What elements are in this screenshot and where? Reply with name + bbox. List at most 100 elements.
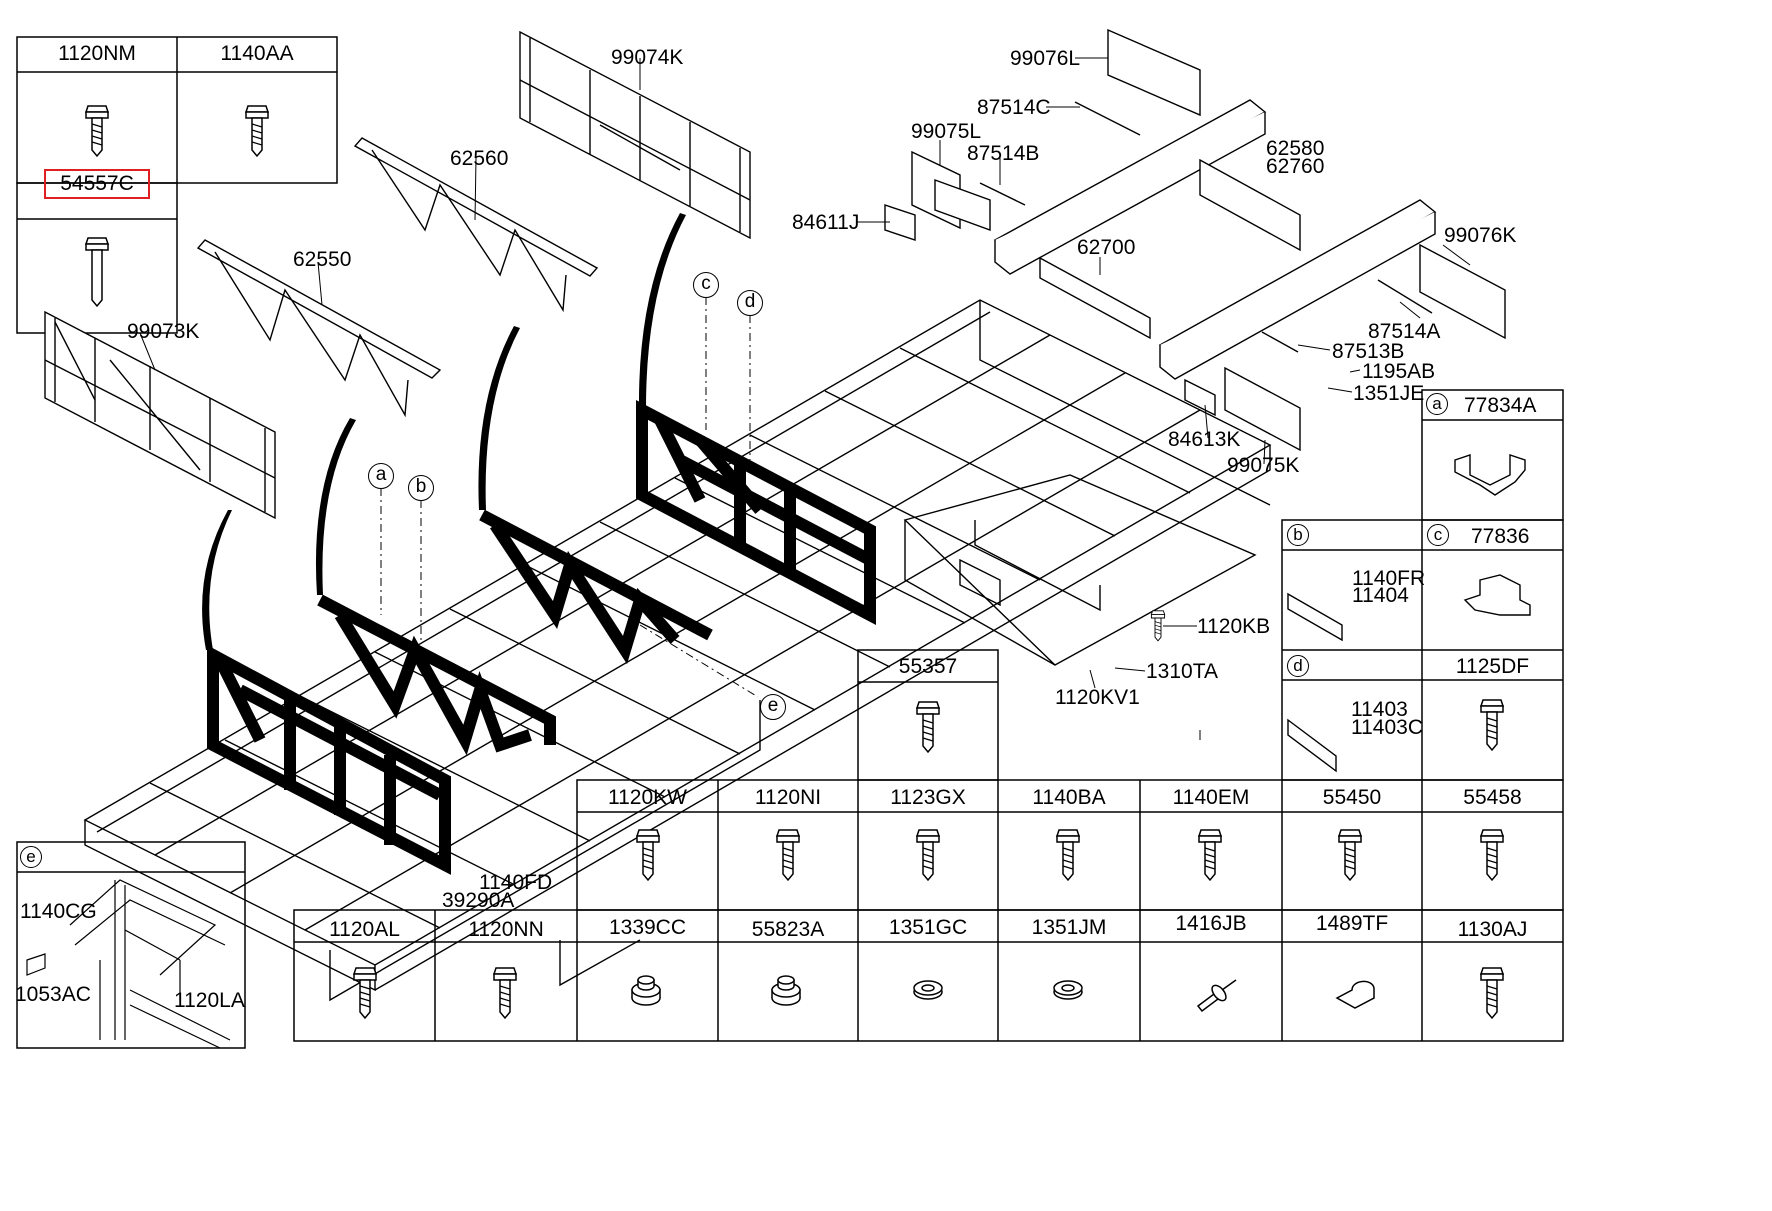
label-77836[interactable]: 77836 [1471,525,1530,548]
label-1120NI[interactable]: 1120NI [754,786,822,809]
callout-62550[interactable]: 62550 [293,248,352,271]
callout-99076L[interactable]: 99076L [1010,47,1081,70]
label-55823A[interactable]: 55823A [751,918,825,941]
callout-99075L[interactable]: 99075L [911,120,982,143]
bolt-1120KW-icon [636,829,660,881]
panel-62560 [353,137,599,313]
label-1416JB[interactable]: 1416JB [1175,912,1247,935]
bolt-1130AJ-icon [1480,967,1504,1019]
clip-strip-d [1287,718,1337,773]
label-1339CC[interactable]: 1339CC [608,916,687,939]
detail-e-frame [69,879,231,1049]
detail-e-tag: e [20,846,42,868]
callout-1310TA[interactable]: 1310TA [1146,660,1218,683]
label-1123GX[interactable]: 1123GX [890,786,966,809]
chassis-assembly [884,28,1506,452]
callout-62560[interactable]: 62560 [450,147,509,170]
highlighted-frames [207,400,876,875]
leader-lines [139,57,1471,740]
callout-1120KB[interactable]: 1120KB [1197,615,1271,638]
label-1140BA[interactable]: 1140BA [1032,786,1106,809]
detail-e-box [16,841,246,1049]
label-55357[interactable]: 55357 [898,655,958,678]
nut-55823A-icon [771,975,801,1006]
callout-1195AB[interactable]: 1195AB [1362,360,1436,383]
callout-84613K[interactable]: 84613K [1168,428,1241,451]
bottom-grid-row2 [293,909,1564,1042]
top-left-parts-table [16,36,338,334]
label-1140AA: 1140AA [220,42,294,65]
bolt-55450-icon [1338,829,1362,881]
label-1130AJ[interactable]: 1130AJ [1457,918,1528,941]
detail-e-bracket [26,953,46,976]
clamp-1489TF-icon [1335,980,1375,1009]
label-1125DF[interactable]: 1125DF [1455,655,1530,678]
callout-99073K[interactable]: 99073K [127,320,200,343]
bolt-1140AA-icon [245,105,269,157]
marker-d: d [737,290,763,316]
label-1140CG[interactable]: 1140CG [20,900,97,923]
rivet-1416JB-icon [1196,979,1237,1013]
callout-1140FD[interactable]: 1140FD [479,871,553,894]
bolt-54557C-icon [85,237,109,307]
cargo-bed [903,474,1257,666]
label-1140EM[interactable]: 1140EM [1172,786,1250,809]
washer-1351JM-icon [1053,980,1083,1000]
bolt-1120NI-icon [776,829,800,881]
marker-e: e [760,694,786,720]
bolt-1120KB-icon [1150,610,1166,642]
label-11403C[interactable]: 11403C [1351,716,1424,739]
bolt-55357-icon [916,701,940,753]
callout-62700[interactable]: 62700 [1077,236,1136,259]
callout-99076K[interactable]: 99076K [1444,224,1517,247]
bolt-1120NM-icon [85,105,109,157]
panel-99074K [519,30,751,240]
panel-99073K [44,310,276,520]
label-77834A[interactable]: 77834A [1464,394,1537,417]
label-54557C[interactable]: 54557C [44,169,150,199]
label-11404[interactable]: 11404 [1352,584,1409,607]
label-1351GC[interactable]: 1351GC [888,916,968,939]
label-1120LA[interactable]: 1120LA [174,989,245,1012]
marker-a: a [368,463,394,489]
callout-99074K[interactable]: 99074K [611,46,684,69]
label-55450[interactable]: 55450 [1322,786,1382,809]
label-1120NN[interactable]: 1120NN [468,918,544,941]
detail-c-tag: c [1427,524,1449,546]
label-1120AL[interactable]: 1120AL [329,918,400,941]
label-1351JM[interactable]: 1351JM [1031,916,1107,939]
marker-b: b [408,475,434,501]
callout-87513B[interactable]: 87513B [1332,340,1405,363]
callout-99075K[interactable]: 99075K [1227,454,1300,477]
chassis-strips [979,101,1433,353]
bolt-1120NN-icon [493,967,517,1019]
leader-sweeps [202,213,686,650]
label-55458[interactable]: 55458 [1463,786,1522,809]
bolt-1125DF-icon [1480,699,1504,751]
callout-1120KV1[interactable]: 1120KV1 [1055,686,1140,709]
callout-84611J[interactable]: 84611J [792,211,860,234]
callout-1351JE[interactable]: 1351JE [1353,382,1425,405]
callout-62580[interactable]: 62580 [1266,137,1325,160]
floor-frame [83,299,1272,1002]
label-1489TF[interactable]: 1489TF [1315,912,1389,935]
callout-87514A[interactable]: 87514A [1368,320,1441,343]
bracket-77836 [1463,574,1531,616]
label-1120NM: 1120NM [58,42,136,65]
detail-a-tag: a [1426,393,1448,415]
nut-1339CC-icon [631,975,661,1006]
bracket-77834A [1454,454,1526,496]
callout-39290A[interactable]: 39290A [442,889,515,912]
label-1120KW[interactable]: 1120KW [608,786,687,809]
callout-62760[interactable]: 62760 [1266,155,1325,178]
bolt-55458-icon [1480,829,1504,881]
callout-87514C[interactable]: 87514C [977,96,1051,119]
label-1140FR[interactable]: 1140FR [1352,567,1426,590]
bolt-1140EM-icon [1198,829,1222,881]
label-1053AC[interactable]: 1053AC [15,983,91,1006]
label-11403[interactable]: 11403 [1351,698,1408,721]
callout-87514B[interactable]: 87514B [967,142,1040,165]
detail-d-tag: d [1287,655,1309,677]
detail-b-tag: b [1287,524,1309,546]
